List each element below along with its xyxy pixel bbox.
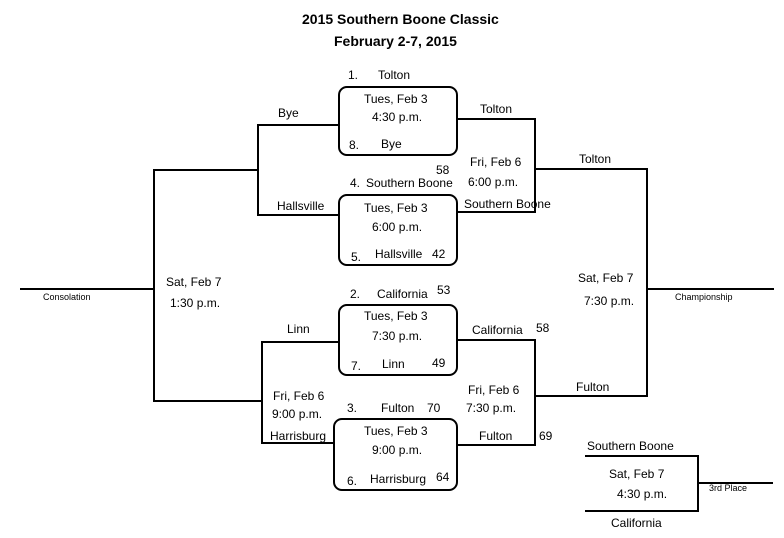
semi-top-winner: Tolton	[579, 152, 612, 166]
game-3-day: Tues, Feb 3	[364, 309, 428, 323]
game-4-top-seed: 3.	[347, 401, 358, 415]
game-3-top-team: California	[377, 287, 428, 301]
championship-line	[646, 288, 774, 290]
game-4-top-team: Fulton	[381, 401, 415, 415]
game-4-winner-score: 69	[539, 429, 553, 443]
game-3-winner-score: 58	[536, 321, 550, 335]
game-3-winner: California	[472, 323, 523, 337]
third-place-label: 3rd Place	[709, 483, 748, 493]
game-4-top-score: 70	[427, 401, 441, 415]
third-place-line	[697, 482, 773, 484]
game-3-time: 7:30 p.m.	[372, 329, 423, 343]
hallsville-line	[258, 214, 338, 216]
game-4-bottom-seed: 6.	[347, 474, 358, 488]
consolation-label: Consolation	[43, 292, 91, 302]
consolation-lower-connector	[261, 341, 263, 444]
game-3-bottom-team: Linn	[382, 357, 405, 371]
game-3-box	[338, 304, 458, 376]
bracket-title: 2015 Southern Boone Classic	[302, 11, 499, 27]
semi-bottom-winner-line	[534, 395, 648, 397]
semi-top-winner-line	[534, 168, 648, 170]
game-4-bottom-team: Harrisburg	[370, 472, 427, 486]
third-place-bracket	[585, 455, 699, 512]
consolation-final-connector	[153, 169, 155, 402]
third-place-day: Sat, Feb 7	[609, 467, 665, 481]
consolation-time: 1:30 p.m.	[170, 296, 221, 310]
game-4-loser-label: Harrisburg	[270, 429, 327, 443]
consolation-line	[20, 288, 155, 290]
semi-top-connector	[534, 118, 536, 213]
game-1-time: 4:30 p.m.	[372, 110, 423, 124]
linn-line	[262, 341, 338, 343]
semi-bottom-winner: Fulton	[576, 380, 610, 394]
championship-day: Sat, Feb 7	[578, 271, 634, 285]
third-place-time: 4:30 p.m.	[617, 487, 668, 501]
bye-line	[258, 124, 338, 126]
game-2-top-score: 58	[436, 163, 450, 177]
harrisburg-line	[262, 442, 334, 444]
game-2-top-seed: 4.	[350, 176, 361, 190]
game-4-box	[333, 418, 458, 491]
game-1-loser-label: Bye	[278, 106, 299, 120]
semi-bottom-day: Fri, Feb 6	[468, 383, 520, 397]
semi-bottom-connector	[534, 339, 536, 446]
game-2-bottom-team: Hallsville	[375, 247, 423, 261]
consolation-upper-line	[154, 169, 259, 171]
game-2-bottom-score: 42	[432, 247, 446, 261]
game-2-winner-line	[458, 211, 536, 213]
semi-top-time: 6:00 p.m.	[468, 175, 519, 189]
game-4-winner-line	[458, 444, 536, 446]
third-place-bottom-team: California	[611, 516, 662, 530]
game-1-winner: Tolton	[480, 102, 513, 116]
game-3-bottom-score: 49	[432, 356, 446, 370]
game-4-time: 9:00 p.m.	[372, 443, 423, 457]
game-2-time: 6:00 p.m.	[372, 220, 423, 234]
game-2-winner: Southern Boone	[464, 197, 551, 211]
game-3-top-score: 53	[437, 283, 451, 297]
consolation-day: Sat, Feb 7	[166, 275, 222, 289]
semi-bottom-time: 7:30 p.m.	[466, 401, 517, 415]
game-3-top-seed: 2.	[350, 287, 361, 301]
championship-connector	[646, 168, 648, 397]
game-1-bottom-seed: 8.	[349, 138, 360, 152]
game-1-top-seed: 1.	[348, 68, 359, 82]
championship-label: Championship	[675, 292, 733, 302]
game-2-bottom-seed: 5.	[351, 250, 362, 264]
game-3-loser-label: Linn	[287, 322, 310, 336]
game-1-winner-line	[458, 118, 536, 120]
game-2-top-team: Southern Boone	[366, 176, 453, 190]
consolation-semi-time: 9:00 p.m.	[272, 407, 323, 421]
consolation-lower-line	[154, 400, 263, 402]
third-place-top-team: Southern Boone	[587, 439, 674, 453]
game-3-bottom-seed: 7.	[351, 359, 362, 373]
semi-top-day: Fri, Feb 6	[470, 155, 522, 169]
game-2-box	[338, 194, 458, 266]
game-4-day: Tues, Feb 3	[364, 424, 428, 438]
consolation-semi-day: Fri, Feb 6	[273, 389, 325, 403]
bracket-subtitle: February 2-7, 2015	[334, 33, 457, 49]
game-2-day: Tues, Feb 3	[364, 201, 428, 215]
game-1-bottom-team: Bye	[381, 137, 402, 151]
game-4-bottom-score: 64	[436, 470, 450, 484]
game-1-day: Tues, Feb 3	[364, 92, 428, 106]
game-1-top-team: Tolton	[378, 68, 411, 82]
championship-time: 7:30 p.m.	[584, 294, 635, 308]
game-4-winner: Fulton	[479, 429, 513, 443]
game-2-loser-label: Hallsville	[277, 199, 325, 213]
game-1-box	[338, 86, 458, 156]
game-3-winner-line	[458, 339, 536, 341]
